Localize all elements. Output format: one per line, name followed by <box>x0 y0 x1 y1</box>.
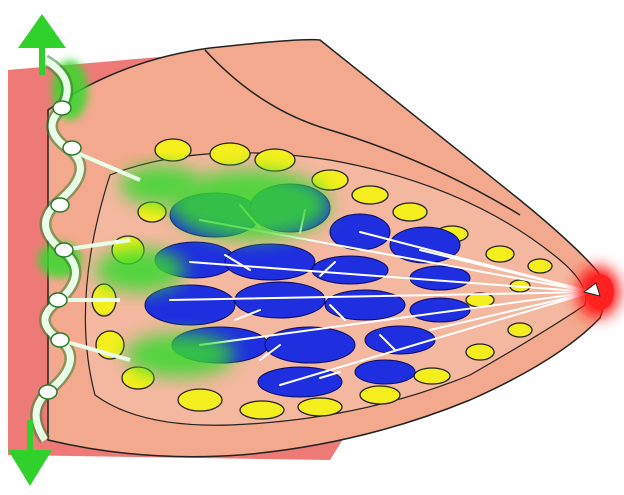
nipple <box>576 266 620 318</box>
